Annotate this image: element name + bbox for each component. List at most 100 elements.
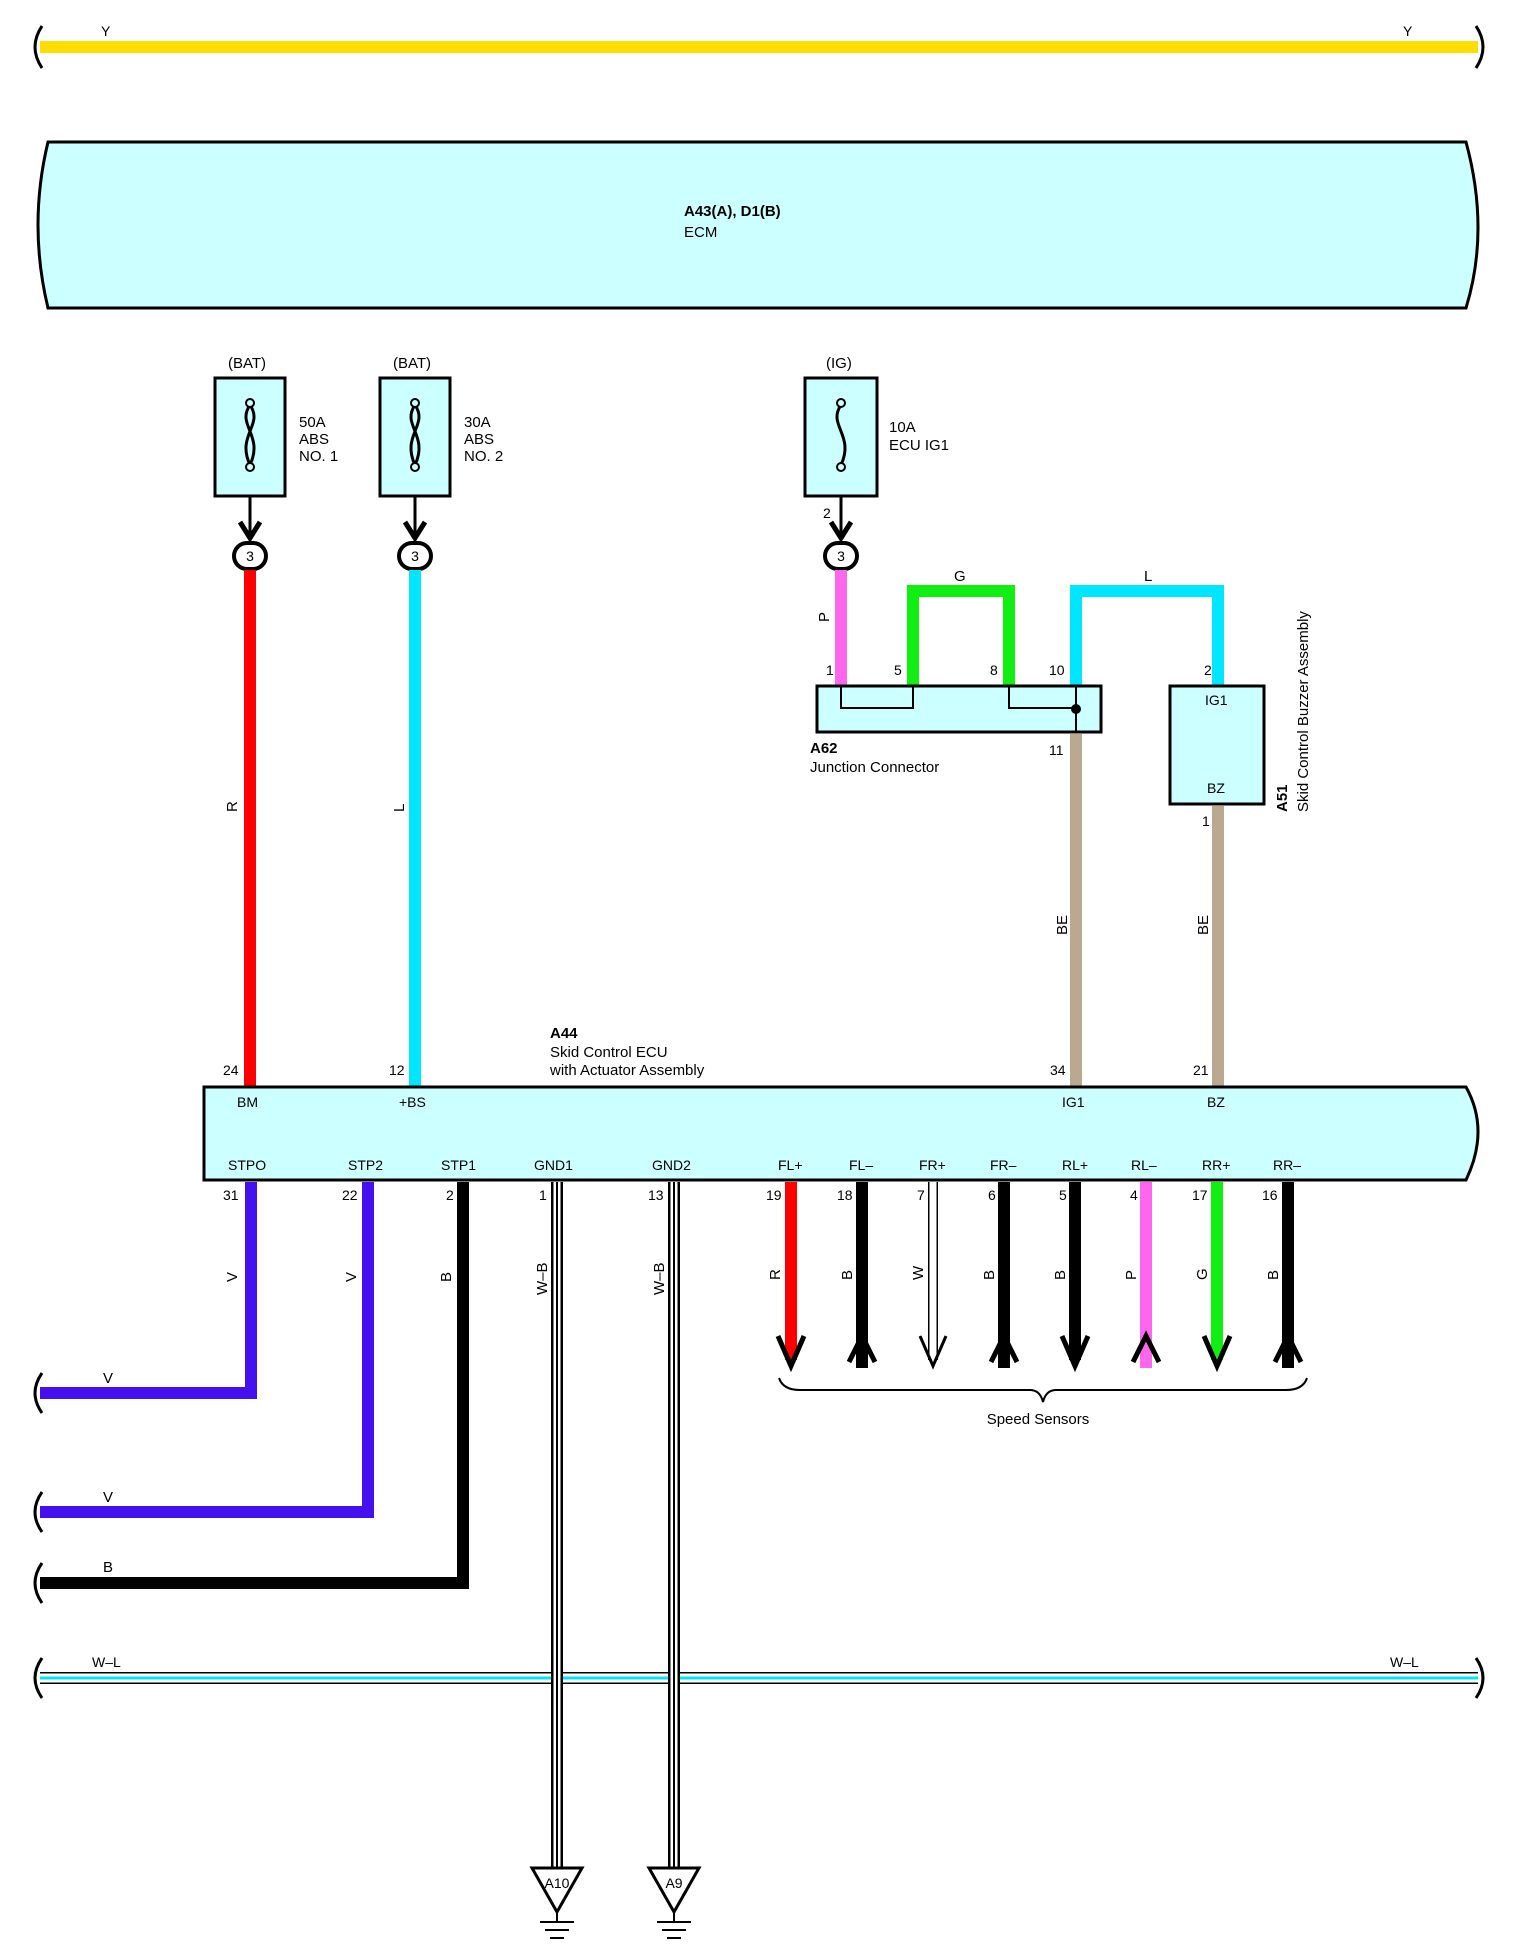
a44-id: A44 (550, 1025, 578, 1042)
fuse3-pin-top: 2 (823, 505, 831, 521)
a51-name: Skid Control Buzzer Assembly (1295, 611, 1312, 812)
a51-pin-top: 2 (1204, 662, 1212, 678)
a44-pin-bm: BM (237, 1094, 258, 1110)
wire-b-stp1 (40, 1182, 469, 1589)
wire-break-v1 (33, 1372, 44, 1414)
ground-a9-label: A9 (665, 1875, 682, 1891)
fuse2-symbol (409, 404, 421, 466)
sensor-wire-fr-plus: W (910, 1182, 948, 1370)
sensor-wire-rr-plus: G (1194, 1182, 1233, 1373)
a44-line2: with Actuator Assembly (549, 1062, 705, 1079)
bus-break-right (1474, 25, 1485, 69)
fl-plus-wire-label: R (767, 1269, 784, 1280)
fuse3-box (803, 376, 879, 498)
a51-box (1168, 684, 1266, 806)
jumper-l-wire (1070, 585, 1224, 688)
ecm-box (36, 140, 1480, 310)
wire-break-b (33, 1562, 44, 1604)
jumper-l-label: L (1144, 568, 1152, 585)
wl-bus-right-label: W–L (1390, 1654, 1419, 1670)
ecm-connector-id: A43(A), D1(B) (684, 203, 781, 220)
fuse2-box (378, 376, 452, 498)
a51-pin-bottom: 1 (1202, 813, 1210, 829)
wire-v-stpo (40, 1182, 257, 1399)
bus-break-left (33, 25, 44, 69)
jumper-g-wire (907, 585, 1015, 688)
sensor-wire-fr-minus: B (981, 1182, 1020, 1368)
ground-triangle-a10 (529, 1866, 585, 1916)
a44-line1: Skid Control ECU (550, 1044, 668, 1061)
fr-plus-wire-label: W (910, 1265, 927, 1280)
pin-num-6: 6 (988, 1187, 996, 1203)
fuse2-pin-oval (397, 541, 433, 571)
a44-pin-34: 34 (1050, 1062, 1066, 1078)
a44-pin-21: 21 (1193, 1062, 1209, 1078)
fuse3-pin: 3 (837, 548, 845, 564)
a44-label-stp1: STP1 (441, 1157, 476, 1173)
wl-break-left (33, 1657, 44, 1699)
rl-minus-wire-label: P (1123, 1270, 1140, 1280)
wire-v-stp2 (40, 1182, 374, 1518)
fuse3-pin-oval (823, 541, 859, 571)
a44-pin-24: 24 (223, 1062, 239, 1078)
jumper-g-label: G (954, 568, 966, 585)
wire-be-ig1-label: BE (1054, 915, 1071, 935)
pin-num-7: 7 (917, 1187, 925, 1203)
y-bus-right-label: Y (1403, 23, 1413, 39)
fuse1-arrow (237, 520, 263, 543)
junction-connector-a62: 1 5 8 10 11 A62 Junction Connector (810, 662, 1103, 776)
fuse3-arrow (828, 520, 854, 543)
a44-pin-ig1: IG1 (1062, 1094, 1085, 1110)
pin-num-17: 17 (1192, 1187, 1208, 1203)
pin-num-18: 18 (837, 1187, 853, 1203)
left-wire-v1-label: V (103, 1370, 113, 1387)
a44-label-rl-minus: RL– (1131, 1157, 1157, 1173)
a44-label-stpo: STPO (228, 1157, 266, 1173)
rl-plus-wire-label: B (1052, 1270, 1069, 1280)
fuse-abs-no1: (BAT) 50A ABS NO. 1 3 (213, 355, 338, 571)
fl-minus-wire-label: B (839, 1270, 856, 1280)
a62-splice-dot (1071, 704, 1081, 714)
a51-id: A51 (1274, 784, 1291, 812)
wire-break-v2 (33, 1491, 44, 1533)
a44-label-fr-minus: FR– (990, 1157, 1017, 1173)
a44-label-rl-plus: RL+ (1062, 1157, 1088, 1173)
ecm-name: ECM (684, 224, 717, 241)
pin-num-22: 22 (342, 1187, 358, 1203)
wl-bus: W–L W–L (33, 1654, 1485, 1699)
pin-num-4: 4 (1130, 1187, 1138, 1203)
pin-num-16: 16 (1262, 1187, 1278, 1203)
fuse1-pin: 3 (246, 548, 254, 564)
wire-l-label: L (391, 804, 408, 812)
a44-label-fl-plus: FL+ (778, 1157, 803, 1173)
wire-v-stpo-label: V (224, 1272, 241, 1282)
top-y-bus: Y Y (33, 23, 1485, 69)
fuse2-pin: 3 (411, 548, 419, 564)
fuse3-name1: ECU IG1 (889, 437, 949, 454)
a62-inner-1 (840, 685, 914, 709)
fuse2-rating: 30A (464, 414, 491, 431)
wire-r-label: R (224, 801, 241, 812)
fuse1-source: (BAT) (228, 355, 266, 372)
y-bus-left-label: Y (101, 23, 111, 39)
wire-be-bz-label: BE (1195, 915, 1212, 935)
fuse3-rating: 10A (889, 419, 916, 436)
a44-pin-bz: BZ (1207, 1094, 1225, 1110)
wl-break-right (1474, 1657, 1485, 1699)
wl-bus-left-label: W–L (92, 1654, 121, 1670)
sensor-wire-rr-minus: B (1265, 1182, 1304, 1368)
a44-label-rr-plus: RR+ (1202, 1157, 1230, 1173)
a44-label-gnd1: GND1 (534, 1157, 573, 1173)
a62-pin-5: 5 (894, 662, 902, 678)
a44-label-fl-minus: FL– (849, 1157, 873, 1173)
fuse3-source: (IG) (826, 355, 852, 372)
a62-pin-10: 10 (1049, 662, 1065, 678)
a44-pin-12: 12 (389, 1062, 405, 1078)
rr-plus-wire-label: G (1194, 1268, 1211, 1280)
pin-num-1: 1 (539, 1187, 547, 1203)
a62-pin-11: 11 (1049, 742, 1064, 758)
a44-label-fr-plus: FR+ (919, 1157, 946, 1173)
wire-wb-gnd1-label: W–B (534, 1262, 551, 1295)
fuse1-rating: 50A (299, 414, 326, 431)
